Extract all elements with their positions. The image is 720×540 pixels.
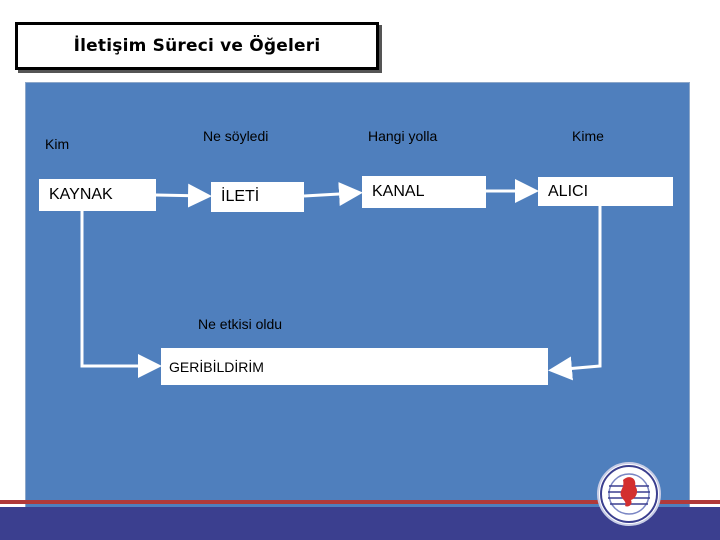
label-kim: Kim: [45, 136, 70, 152]
arrow-kaynak-geribildirim: [80, 211, 162, 378]
bottom-accent-line: [0, 500, 720, 504]
arrow-alici-geribildirim: [548, 206, 602, 381]
alici-box: ALICI: [538, 177, 673, 206]
label-ne-etkisi-oldu: Ne etkisi oldu: [198, 316, 283, 332]
geribildirim-box: GERİBİLDİRİM: [161, 348, 548, 385]
university-seal-icon: [597, 462, 661, 526]
label-kime: Kime: [572, 128, 604, 144]
title-box: İletişim Süreci ve Öğeleri: [15, 22, 379, 70]
ileti-box: İLETİ: [211, 182, 304, 212]
arrow-ileti-kanal: [303, 182, 363, 206]
kaynak-box: KAYNAK: [39, 179, 156, 211]
label-ne-soyledi: Ne söyledi: [203, 128, 269, 144]
kanal-box: KANAL: [362, 176, 486, 208]
arrow-kaynak-ileti: [155, 183, 212, 208]
label-hangi-yolla: Hangi yolla: [368, 128, 438, 144]
page-title: İletişim Süreci ve Öğeleri: [73, 36, 321, 56]
bottom-bar: [0, 507, 720, 540]
diagram-panel: [25, 82, 690, 510]
